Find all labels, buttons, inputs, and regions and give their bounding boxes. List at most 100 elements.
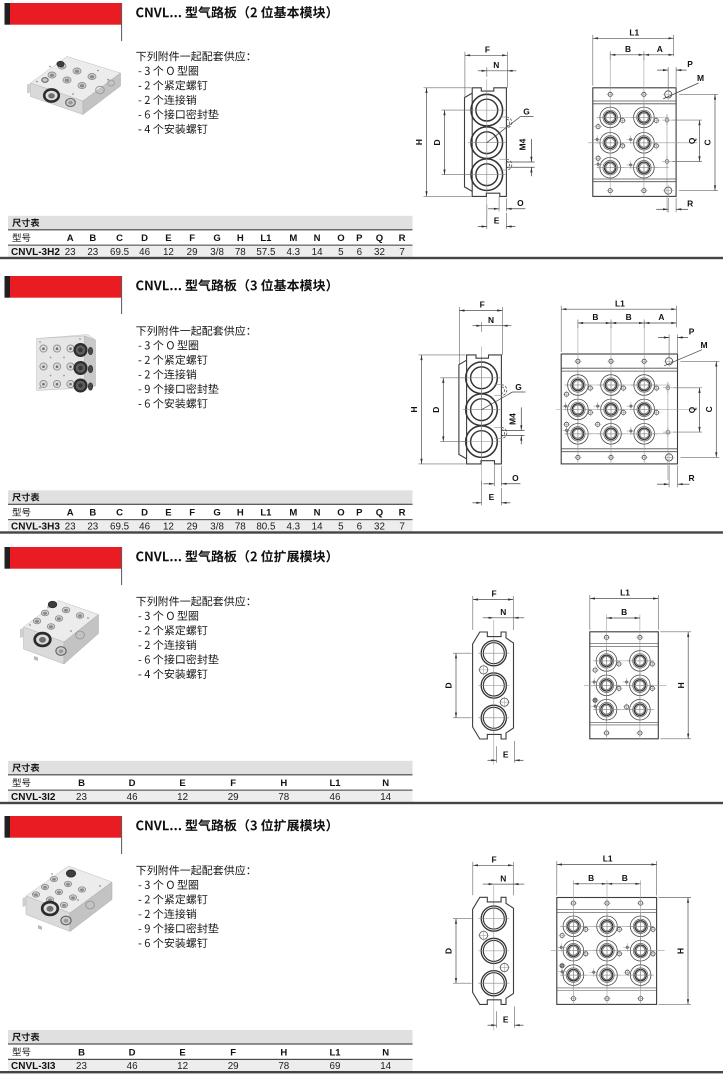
svg-text:B: B — [89, 508, 96, 519]
svg-text:B: B — [592, 312, 598, 322]
svg-text:D: D — [141, 508, 148, 519]
svg-text:M4: M4 — [518, 138, 528, 150]
svg-text:Q: Q — [687, 406, 697, 413]
svg-text:F: F — [230, 1047, 236, 1058]
svg-text:A: A — [67, 233, 74, 244]
svg-text:D: D — [129, 778, 136, 789]
svg-text:L1: L1 — [629, 28, 639, 38]
svg-text:B: B — [78, 778, 85, 789]
svg-text:E: E — [179, 1047, 185, 1058]
svg-text:E: E — [165, 233, 171, 244]
svg-text:12: 12 — [177, 792, 188, 803]
svg-text:46: 46 — [330, 792, 341, 803]
svg-text:B: B — [625, 44, 631, 54]
svg-text:46: 46 — [127, 1061, 138, 1072]
svg-text:H: H — [676, 948, 686, 954]
svg-text:N: N — [500, 607, 506, 617]
svg-text:L1: L1 — [260, 508, 272, 519]
svg-text:P: P — [356, 233, 363, 244]
svg-text:69.5: 69.5 — [110, 247, 130, 258]
svg-text:80.5: 80.5 — [256, 522, 276, 533]
svg-text:L1: L1 — [329, 1047, 341, 1058]
svg-text:D: D — [129, 1047, 136, 1058]
svg-text:F: F — [480, 300, 485, 310]
svg-text:E: E — [489, 492, 495, 502]
svg-text:14: 14 — [312, 247, 323, 258]
svg-text:H: H — [237, 233, 244, 244]
svg-text:12: 12 — [163, 522, 174, 533]
svg-text:4.3: 4.3 — [286, 247, 300, 258]
svg-text:57.5: 57.5 — [256, 247, 276, 258]
svg-text:L1: L1 — [615, 298, 625, 308]
svg-text:G: G — [213, 233, 220, 244]
svg-text:O: O — [512, 473, 519, 483]
svg-text:D: D — [431, 407, 441, 413]
svg-text:6: 6 — [357, 247, 363, 258]
svg-text:G: G — [213, 508, 220, 519]
svg-text:7: 7 — [399, 247, 404, 258]
svg-text:N: N — [314, 233, 321, 244]
svg-text:32: 32 — [374, 522, 385, 533]
svg-text:23: 23 — [65, 247, 76, 258]
svg-text:CNVL-3I2: CNVL-3I2 — [11, 792, 56, 803]
svg-text:D: D — [432, 139, 442, 145]
svg-text:B: B — [626, 312, 632, 322]
svg-text:E: E — [503, 1014, 509, 1024]
svg-text:78: 78 — [278, 792, 289, 803]
svg-text:5: 5 — [338, 522, 344, 533]
svg-text:69.5: 69.5 — [110, 522, 130, 533]
svg-text:12: 12 — [177, 1061, 188, 1072]
svg-text:H: H — [409, 406, 419, 412]
svg-text:C: C — [116, 508, 123, 519]
svg-text:23: 23 — [87, 522, 98, 533]
svg-text:23: 23 — [76, 1061, 87, 1072]
svg-text:G: G — [515, 382, 522, 392]
svg-text:12: 12 — [163, 247, 174, 258]
svg-text:B: B — [621, 607, 627, 617]
svg-text:M: M — [289, 508, 297, 519]
svg-text:N: N — [382, 1047, 389, 1058]
svg-text:B: B — [78, 1047, 85, 1058]
svg-text:46: 46 — [139, 247, 150, 258]
svg-text:C: C — [704, 406, 714, 412]
svg-text:29: 29 — [187, 522, 198, 533]
svg-text:3/8: 3/8 — [210, 522, 224, 533]
svg-text:F: F — [230, 778, 236, 789]
svg-text:P: P — [689, 327, 695, 337]
svg-text:M: M — [289, 233, 297, 244]
svg-text:29: 29 — [228, 792, 239, 803]
svg-text:O: O — [517, 198, 524, 208]
svg-text:N: N — [493, 60, 499, 70]
svg-text:69: 69 — [330, 1061, 341, 1072]
svg-text:L1: L1 — [260, 233, 272, 244]
svg-text:5: 5 — [338, 247, 344, 258]
svg-text:Q: Q — [376, 508, 383, 519]
svg-text:78: 78 — [235, 522, 246, 533]
svg-text:E: E — [503, 750, 509, 760]
svg-text:N: N — [500, 873, 506, 883]
svg-text:D: D — [141, 233, 148, 244]
svg-text:L1: L1 — [329, 778, 341, 789]
svg-text:B: B — [622, 873, 628, 883]
svg-text:32: 32 — [374, 247, 385, 258]
svg-text:3/8: 3/8 — [210, 247, 224, 258]
svg-text:E: E — [165, 508, 171, 519]
svg-text:O: O — [337, 233, 344, 244]
svg-text:14: 14 — [312, 522, 323, 533]
svg-text:23: 23 — [65, 522, 76, 533]
svg-text:N: N — [382, 778, 389, 789]
svg-text:14: 14 — [380, 1061, 391, 1072]
svg-text:P: P — [687, 59, 693, 69]
svg-text:F: F — [491, 589, 496, 599]
svg-text:CNVL-3H3: CNVL-3H3 — [11, 522, 60, 533]
svg-text:M4: M4 — [508, 413, 518, 425]
svg-text:46: 46 — [139, 522, 150, 533]
svg-text:78: 78 — [278, 1061, 289, 1072]
svg-text:P: P — [356, 508, 363, 519]
svg-text:E: E — [179, 778, 185, 789]
svg-text:H: H — [676, 682, 686, 688]
svg-text:A: A — [67, 508, 74, 519]
svg-text:23: 23 — [87, 247, 98, 258]
svg-text:CNVL-3I3: CNVL-3I3 — [11, 1061, 56, 1072]
svg-text:R: R — [687, 198, 693, 208]
